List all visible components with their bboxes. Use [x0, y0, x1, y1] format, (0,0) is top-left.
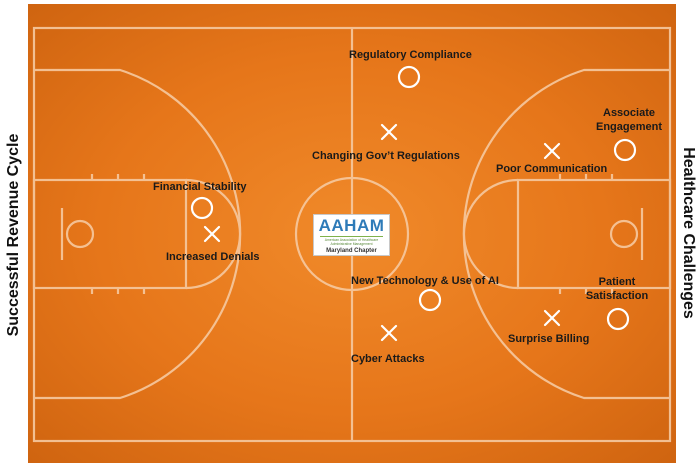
label-financial-stability: Financial Stability [153, 181, 247, 193]
label-increased-denials: Increased Denials [166, 251, 260, 263]
right-hoop [609, 219, 639, 249]
right-key [516, 178, 672, 290]
label-patient-satisfaction: Patient Satisfaction [580, 275, 654, 303]
label-cyber-attacks: Cyber Attacks [351, 353, 425, 365]
right-side-label: Healthcare Challenges [680, 147, 697, 319]
label-surprise-billing: Surprise Billing [508, 333, 590, 345]
marker-cross-changing-regulations [380, 123, 398, 141]
logo-underline [320, 236, 383, 237]
label-associate-engagement: Associate Engagement [592, 106, 666, 134]
left-hoop [65, 219, 95, 249]
center-circle [294, 176, 410, 292]
label-poor-communication: Poor Communication [496, 163, 608, 175]
left-free-throw-arc [185, 178, 242, 290]
left-three-point-line [34, 68, 242, 400]
marker-circle-financial-stability [190, 196, 214, 220]
marker-cross-cyber-attacks [380, 324, 398, 342]
label-associate-engagement-line-1: Associate [603, 107, 655, 119]
marker-cross-surprise-billing [543, 309, 561, 327]
logo-chapter: Maryland Chapter [326, 248, 377, 254]
logo-tagline: American Association of Healthcare Admin… [324, 238, 379, 246]
court-lines [32, 26, 672, 443]
marker-cross-poor-communication [543, 142, 561, 160]
aaham-logo: AAHAM American Association of Healthcare… [313, 214, 390, 256]
marker-circle-associate-engagement [613, 138, 637, 162]
left-key [32, 178, 188, 290]
logo-title: AAHAM [318, 216, 385, 235]
label-patient-satisfaction-line-2: Satisfaction [585, 290, 649, 302]
label-changing-regulations: Changing Gov’t Regulations [312, 150, 460, 162]
right-free-throw-arc [462, 178, 519, 290]
label-associate-engagement-line-2: Engagement [595, 121, 662, 133]
marker-circle-new-technology [418, 288, 442, 312]
marker-circle-patient-satisfaction [606, 307, 630, 331]
label-patient-satisfaction-line-1: Patient [598, 276, 636, 288]
label-new-technology: New Technology & Use of AI [351, 275, 499, 287]
left-side-label: Successful Revenue Cycle [5, 133, 22, 337]
marker-circle-regulatory-compliance [397, 65, 421, 89]
basketball-court [28, 4, 676, 463]
label-regulatory-compliance: Regulatory Compliance [349, 49, 472, 61]
marker-cross-increased-denials [203, 225, 221, 243]
